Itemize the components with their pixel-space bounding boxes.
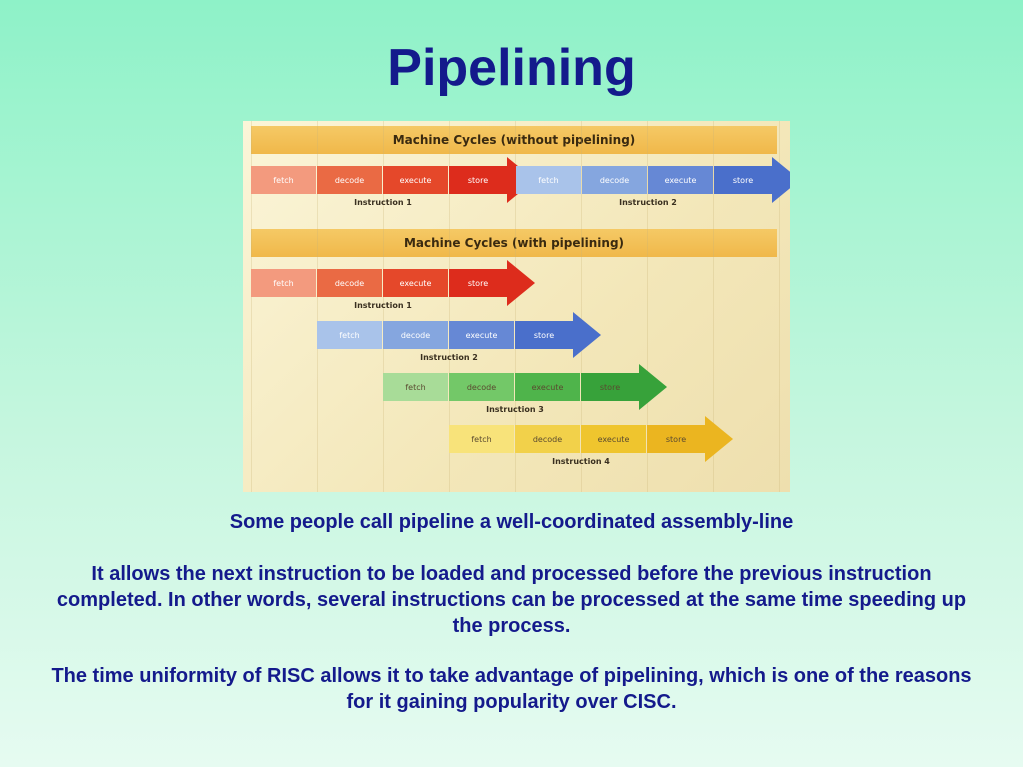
- stage-store: store: [647, 425, 705, 453]
- stage-fetch: fetch: [516, 166, 581, 194]
- stage-fetch: fetch: [449, 425, 514, 453]
- arrow-head: [705, 416, 733, 462]
- stage-fetch: fetch: [383, 373, 448, 401]
- gridline: [581, 121, 582, 492]
- instruction-label: Instruction 2: [619, 198, 677, 207]
- gridline: [647, 121, 648, 492]
- stage-execute: execute: [383, 166, 448, 194]
- stage-execute: execute: [515, 373, 580, 401]
- instruction-label: Instruction 1: [354, 301, 412, 310]
- stage-execute: execute: [449, 321, 514, 349]
- instruction-label: Instruction 2: [420, 353, 478, 362]
- arrow-head: [507, 260, 535, 306]
- stage-decode: decode: [317, 166, 382, 194]
- gridline: [779, 121, 780, 492]
- gridline: [383, 121, 384, 492]
- gridline: [713, 121, 714, 492]
- slide-title: Pipelining: [387, 39, 636, 97]
- header-without-pipelining: Machine Cycles (without pipelining): [251, 126, 777, 154]
- stage-decode: decode: [383, 321, 448, 349]
- stage-store: store: [449, 166, 507, 194]
- paragraph-next-instruction: It allows the next instruction to be loa…: [56, 563, 967, 637]
- stage-decode: decode: [317, 269, 382, 297]
- header-with-pipelining: Machine Cycles (with pipelining): [251, 229, 777, 257]
- stage-fetch: fetch: [251, 166, 316, 194]
- gridline: [515, 121, 516, 492]
- paragraph-risc: The time uniformity of RISC allows it to…: [51, 665, 972, 713]
- arrow-head: [639, 364, 667, 410]
- stage-fetch: fetch: [317, 321, 382, 349]
- paragraph-assembly-line: Some people call pipeline a well-coordin…: [229, 511, 794, 533]
- gridline: [449, 121, 450, 492]
- instruction-label: Instruction 3: [486, 405, 544, 414]
- stage-execute: execute: [648, 166, 713, 194]
- arrow-head: [573, 312, 601, 358]
- stage-execute: execute: [383, 269, 448, 297]
- instruction-label: Instruction 1: [354, 198, 412, 207]
- pipeline-diagram: Machine Cycles (without pipelining) Mach…: [243, 121, 790, 492]
- stage-store: store: [581, 373, 639, 401]
- stage-decode: decode: [515, 425, 580, 453]
- gridline: [317, 121, 318, 492]
- stage-execute: execute: [581, 425, 646, 453]
- stage-fetch: fetch: [251, 269, 316, 297]
- stage-store: store: [449, 269, 507, 297]
- gridline: [251, 121, 252, 492]
- stage-decode: decode: [449, 373, 514, 401]
- arrow-head: [772, 157, 790, 203]
- stage-store: store: [714, 166, 772, 194]
- stage-store: store: [515, 321, 573, 349]
- instruction-label: Instruction 4: [552, 457, 610, 466]
- stage-decode: decode: [582, 166, 647, 194]
